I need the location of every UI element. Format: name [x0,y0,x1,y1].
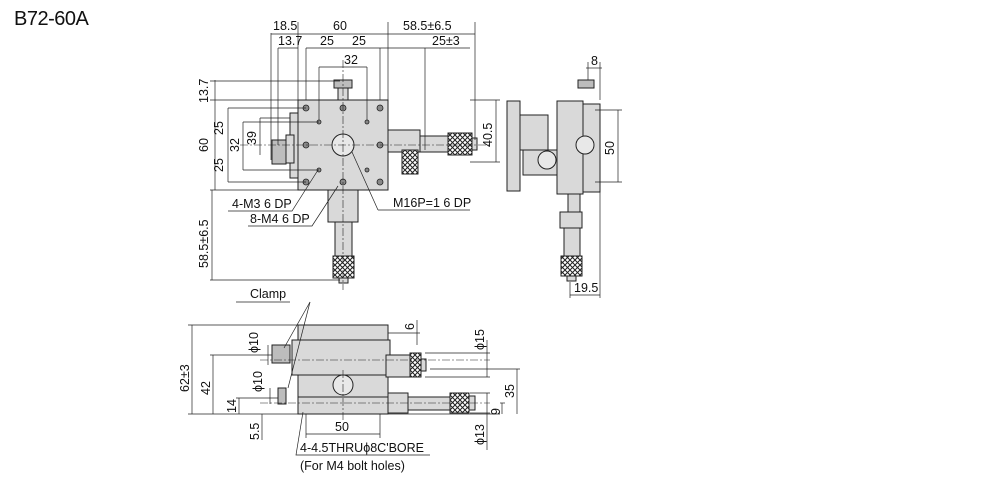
clamp-knob-icon [271,139,287,165]
callout-m4: 8-M4 6 DP [250,212,310,226]
dim-35: 35 [503,384,517,398]
dim-60-top: 60 [333,19,347,33]
callout-bolt: (For M4 bolt holes) [300,459,405,473]
dim-25-l1: 25 [212,121,226,135]
dim-phi10-b: ϕ10 [251,371,265,392]
x-micrometer-barrel [419,135,449,153]
front-top-plate [297,324,389,341]
front-lower-barrel [407,396,451,411]
side-micrometer-tip [566,275,577,282]
side-top-knob [577,79,595,89]
dim-32-left: 32 [228,138,242,152]
side-center-icon [575,135,595,155]
dim-58-5-right: 58.5±6.5 [403,19,452,33]
front-upper-knurl-icon [409,352,422,378]
dim-13-7-top: 13.7 [278,34,302,48]
dim-50-side: 50 [603,141,617,155]
y-micrometer-knurl-icon [332,255,355,279]
dim-14: 14 [225,399,239,413]
dim-58-5-left: 58.5±6.5 [197,219,211,268]
x-micrometer-tip [471,137,478,151]
y-micrometer-tip [338,277,349,284]
side-round-icon [537,150,557,170]
front-upper-body [291,339,391,376]
clamp-knurl-icon [401,149,419,175]
dim-phi10-a: ϕ10 [247,332,261,353]
clamp-lower-icon [277,387,287,405]
callout-m3: 4-M3 6 DP [232,197,292,211]
dim-25-l2: 25 [212,158,226,172]
top-view: 18.5 60 58.5±6.5 13.7 25 25 25±3 32 13.7… [197,19,500,290]
x-micrometer-knurl-icon [447,132,473,156]
dim-8: 8 [591,54,598,68]
callout-bore: 4-4.5THRUϕ8C'BORE [300,441,424,455]
dim-60-left: 60 [197,138,211,152]
dim-25-b: 25 [352,34,366,48]
y-micrometer-barrel [334,221,353,257]
dim-phi13: ϕ13 [473,424,487,445]
side-micrometer-body [567,193,581,215]
dim-40-5: 40.5 [481,123,495,147]
dim-6: 6 [403,323,417,330]
dim-13-7-left: 13.7 [197,79,211,103]
front-view: Clamp 6 ϕ15 ϕ10 ϕ10 62±3 42 14 5.5 50 35… [178,287,520,473]
side-block [519,114,549,151]
side-knurl-icon [560,255,583,277]
side-micrometer-barrel [563,227,581,257]
drawing-title: B72-60A [14,8,89,30]
dim-62: 62±3 [178,364,192,392]
front-upper-tip [420,358,427,372]
side-view: 8 50 19.5 [506,54,622,298]
dim-phi15: ϕ15 [473,329,487,350]
x-micrometer-body [387,129,421,153]
dim-9: 9 [489,408,503,415]
dim-25-a: 25 [320,34,334,48]
side-flange [506,100,521,192]
dim-25-3: 25±3 [432,34,460,48]
dim-18-5: 18.5 [273,19,297,33]
side-micrometer-housing [559,211,583,229]
dim-39: 39 [245,131,259,145]
clamp-body [285,134,295,164]
callout-m16: M16P=1 6 DP [393,196,471,210]
dim-19-5: 19.5 [574,281,598,295]
dim-32-top: 32 [344,53,358,67]
clamp-label: Clamp [250,287,286,301]
clamp-upper-icon [271,344,291,364]
dim-42: 42 [199,381,213,395]
front-upper-micrometer-body [385,354,411,378]
dim-5-5: 5.5 [248,423,262,440]
dim-50-front: 50 [335,420,349,434]
